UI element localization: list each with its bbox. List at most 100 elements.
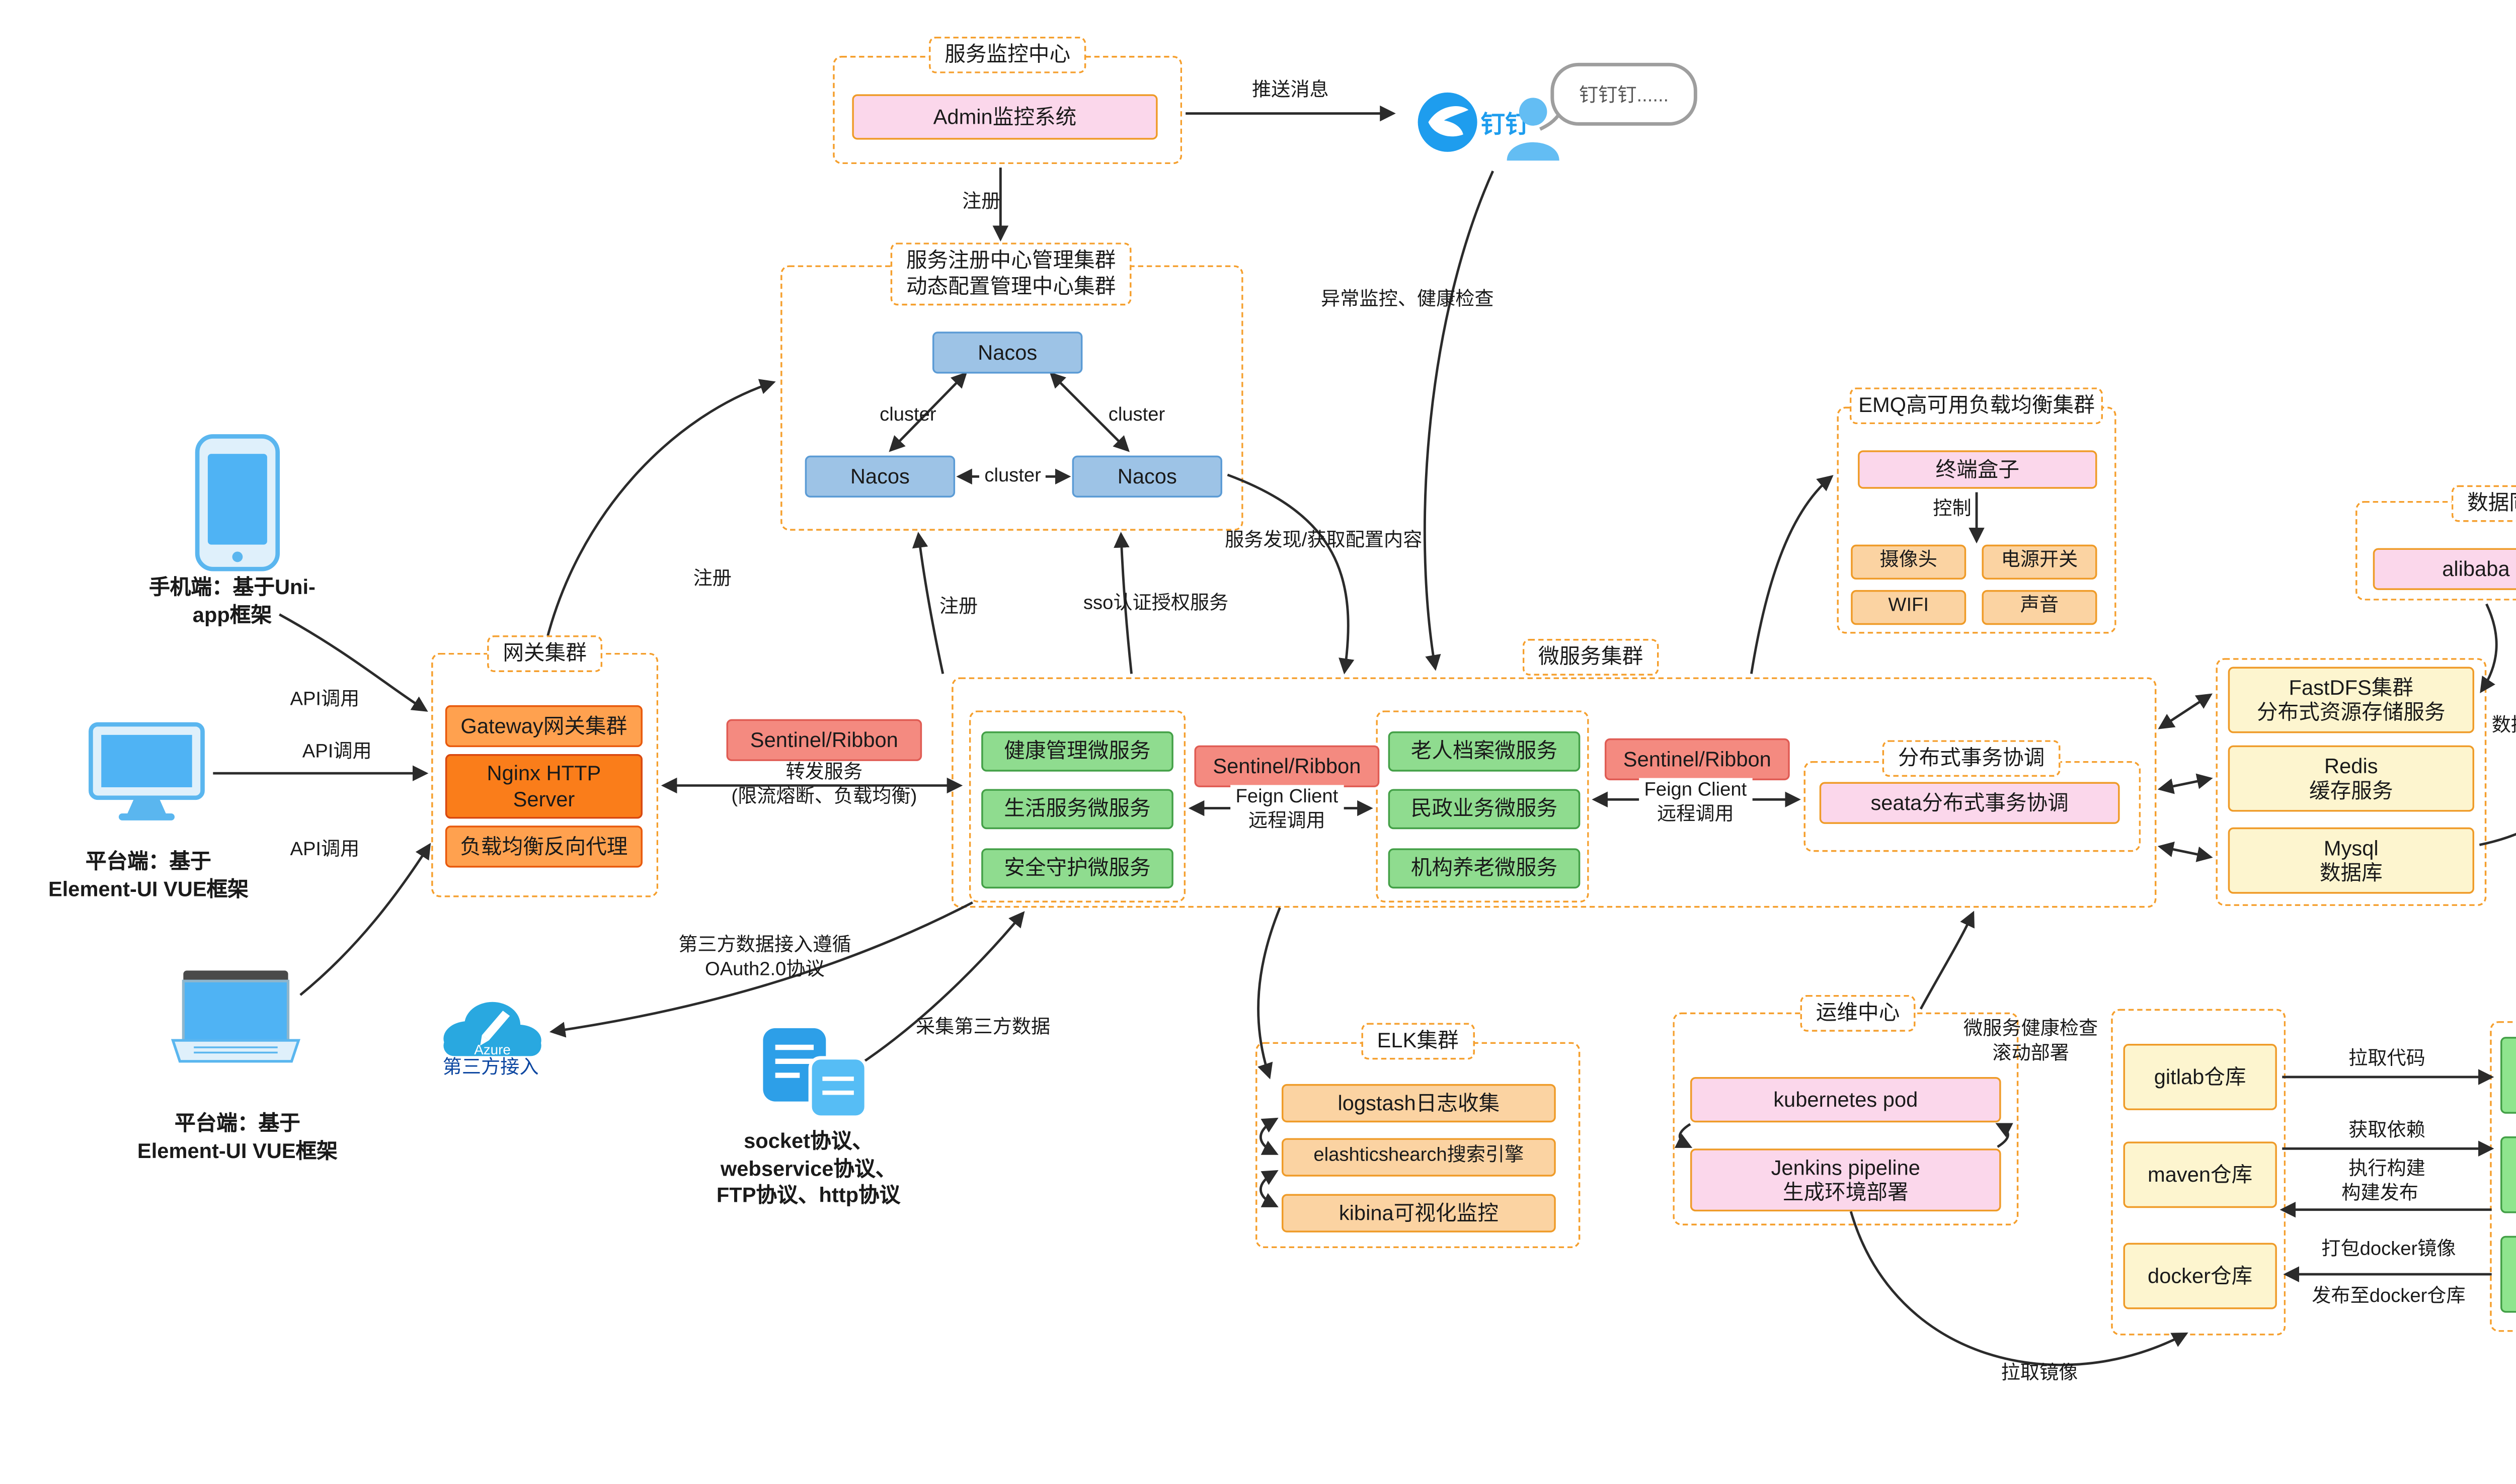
service-discovery-label: 服务发现/获取配置内容: [1225, 530, 1423, 552]
ms-group2-box: [1376, 710, 1589, 902]
api-call-label-3: API调用: [290, 839, 360, 861]
ms-health-service: 健康管理微服务: [981, 731, 1173, 772]
arrow-abnormal-monitor: [1423, 171, 1495, 671]
ms-civil-service: 民政业务微服务: [1388, 789, 1581, 830]
nginx-item: Nginx HTTP Server: [445, 754, 643, 819]
arrow-canal-sync: [2480, 603, 2498, 694]
arrow-ms-redis: [2157, 773, 2213, 794]
admin-monitor-system: Admin监控系统: [852, 94, 1158, 140]
arrow-elk-1-2: [1260, 1117, 1279, 1155]
redis-item: Redis 缓存服务: [2228, 745, 2474, 812]
abnormal-monitor-label: 异常监控、健康检查: [1321, 289, 1494, 311]
arrow-ms-fastdfs: [2158, 693, 2213, 729]
desktop-label: 平台端：基于 Element-UI VUE框架: [48, 849, 249, 901]
ms-eldercare-service: 机构养老微服务: [1388, 848, 1581, 889]
socket-protocol-icon: [763, 1028, 868, 1119]
alibaba-canal: alibaba canal: [2373, 548, 2516, 590]
laptop-icon: [171, 970, 300, 1063]
desktop-icon: [89, 722, 205, 820]
arrow-oauth: [549, 901, 973, 1038]
register-ms-label: 注册: [939, 597, 978, 618]
elk-title: ELK集群: [1361, 1023, 1474, 1060]
gateway-cluster-title: 网关集群: [487, 635, 603, 672]
datasync-title: 数据同步: [2451, 485, 2516, 522]
kibana-item: kibina可视化监控: [1281, 1194, 1556, 1232]
azure-text: Azure: [474, 1042, 511, 1057]
kubernetes-pod: kubernetes pod: [1690, 1077, 2001, 1123]
docker-tool: docker: [2500, 1235, 2516, 1313]
docker-repo: docker仓库: [2123, 1243, 2277, 1309]
arrow-ops-up: [1995, 1123, 2013, 1148]
cluster-label-mid: cluster: [979, 464, 1047, 489]
arrow-service-discovery: [1227, 473, 1355, 675]
monitor-center-title: 服务监控中心: [929, 36, 1086, 73]
sentinel-1: Sentinel/Ribbon: [1194, 745, 1380, 787]
sso-label: sso认证授权服务: [1083, 593, 1229, 614]
collect-data-label: 采集第三方数据: [916, 1017, 1051, 1039]
maven-repo: maven仓库: [2123, 1141, 2277, 1208]
pull-image-label: 拉取镜像: [2001, 1363, 2078, 1384]
get-deps-label: 获取依赖: [2348, 1120, 2425, 1141]
seata-title: 分布式事务协调: [1882, 740, 2061, 777]
registry-cluster-title: 服务注册中心管理集群 动态配置管理中心集群: [890, 242, 1132, 306]
ms-cluster-title: 微服务集群: [1522, 639, 1659, 676]
arrow-collect: [858, 911, 1025, 1066]
ms-safety-service: 安全守护微服务: [981, 848, 1173, 889]
elasticsearch-item: elashticshearch搜索引擎: [1281, 1138, 1556, 1177]
azure-cloud-icon: Azure: [443, 1002, 541, 1057]
seata-item: seata分布式事务协调: [1819, 782, 2120, 824]
register-monitor-label: 注册: [962, 192, 1001, 213]
arrow-elk-2-3: [1260, 1170, 1279, 1207]
maven-tool: maven: [2500, 1136, 2516, 1213]
emq-power-switch: 电源开关: [1982, 544, 2097, 580]
gitlab-repo: gitlab仓库: [2123, 1044, 2277, 1110]
nacos-node-top: Nacos: [932, 332, 1083, 374]
nacos-node-left: Nacos: [805, 455, 956, 498]
arrow-sso: [1114, 532, 1133, 674]
health-check-label: 微服务健康检查 滚动部署: [1963, 1019, 2098, 1065]
ms-archive-service: 老人档案微服务: [1388, 731, 1581, 772]
arrow-nacos-top-left: [889, 372, 968, 452]
oauth-label: 第三方数据接入遵循 OAuth2.0协议: [678, 935, 851, 981]
sentinel-gateway: Sentinel/Ribbon: [726, 719, 922, 761]
exec-build-label: 执行构建: [2348, 1159, 2425, 1180]
sentinel-1-sub: Feign Client 远程调用: [1230, 785, 1344, 835]
sentinel-gateway-sub: 转发服务 (限流熔断、负载均衡): [731, 762, 917, 808]
arrow-ops-down: [1674, 1123, 1693, 1148]
jenkins-pipeline: Jenkins pipeline 生成环境部署: [1690, 1148, 2001, 1212]
data-sync-label: 数据同步: [2491, 715, 2516, 736]
speech-bubble: 钉钉钉......: [1550, 62, 1697, 126]
emq-cluster-title: EMQ高可用负载均衡集群: [1849, 387, 2104, 425]
fastdfs-item: FastDFS集群 分布式资源存储服务: [2228, 667, 2474, 733]
arrow-ms-emq: [1750, 475, 1834, 674]
arrow-api-laptop: [299, 843, 431, 996]
arrow-ms-elk: [1257, 907, 1281, 1080]
arrow-nacos-top-right: [1049, 372, 1130, 452]
sentinel-2: Sentinel/Ribbon: [1604, 738, 1790, 781]
arrow-health-check: [1919, 911, 1975, 1010]
pull-code-label: 拉取代码: [2348, 1048, 2425, 1070]
emq-camera: 摄像头: [1851, 544, 1967, 580]
phone-label: 手机端：基于Uni- app框架: [149, 575, 316, 627]
arrow-pull-image: [1849, 1211, 2188, 1366]
lb-proxy-item: 负载均衡反向代理: [445, 826, 643, 868]
arrow-ms-mysql: [2157, 841, 2213, 862]
arrow-register-gateway: [543, 379, 776, 648]
emq-control-label: 控制: [1933, 499, 1972, 520]
laptop-label: 平台端：基于 Element-UI VUE框架: [137, 1111, 338, 1163]
mysql-item: Mysql 数据库: [2228, 827, 2474, 894]
tools-box: [2490, 1021, 2516, 1332]
nacos-node-right: Nacos: [1072, 455, 1222, 498]
third-party-label: 第三方接入: [442, 1057, 539, 1079]
arrow-register-ms: [912, 532, 945, 674]
register-gateway-label: 注册: [693, 568, 732, 590]
cluster-label-left: cluster: [880, 404, 936, 426]
person-icon: [1507, 98, 1559, 161]
cluster-label-right: cluster: [1108, 404, 1165, 426]
socket-protocols-label: socket协议、 webservice协议、 FTP协议、http协议: [716, 1128, 901, 1208]
api-call-label-2: API调用: [302, 741, 372, 763]
repos-box: [2111, 1009, 2286, 1336]
ms-life-service: 生活服务微服务: [981, 789, 1173, 830]
